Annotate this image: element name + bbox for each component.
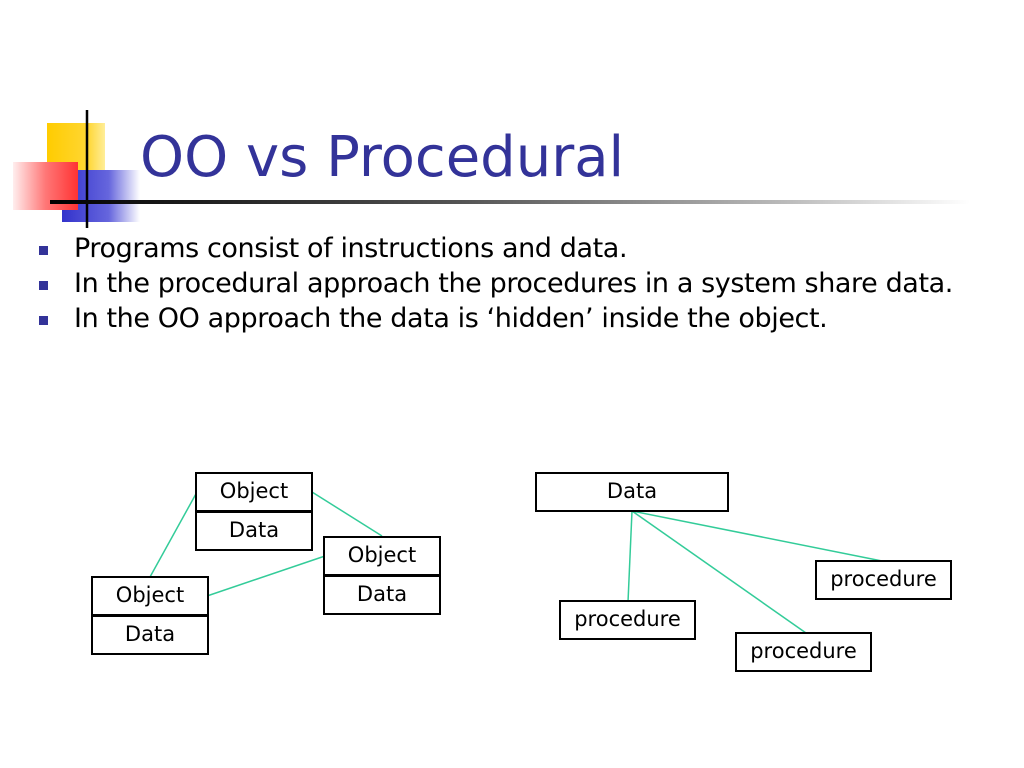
bullet-text: In the procedural approach the procedure…	[74, 268, 953, 299]
shared-data-box: Data	[535, 472, 729, 512]
bullet-text: Programs consist of instructions and dat…	[74, 233, 628, 264]
bullet-item: In the OO approach the data is ‘hidden’ …	[34, 302, 1014, 335]
data-box: Data	[195, 511, 313, 551]
connector-line	[631, 510, 883, 562]
connector-line	[206, 555, 326, 597]
data-box: Data	[91, 615, 209, 655]
object-box: Object	[323, 536, 441, 576]
square-bullet-icon	[39, 281, 48, 290]
square-bullet-icon	[39, 316, 48, 325]
title-underline	[50, 200, 970, 204]
page-title: OO vs Procedural	[140, 125, 625, 190]
data-label: Data	[606, 479, 658, 503]
object-label: Object	[115, 583, 185, 607]
data-box: Data	[323, 575, 441, 615]
procedure-label: procedure	[830, 567, 937, 591]
connector-line	[311, 491, 383, 537]
object-box: Object	[91, 576, 209, 616]
slide-logo-icon	[13, 110, 140, 228]
bullet-text: In the OO approach the data is ‘hidden’ …	[74, 303, 828, 334]
object-label: Object	[347, 543, 417, 567]
bullet-item: In the procedural approach the procedure…	[34, 267, 1014, 300]
procedure-label: procedure	[574, 607, 681, 631]
data-label: Data	[124, 622, 176, 646]
procedure-box: procedure	[559, 600, 696, 640]
object-label: Object	[219, 479, 289, 503]
procedure-box: procedure	[735, 632, 872, 672]
data-label: Data	[356, 582, 408, 606]
object-box: Object	[195, 472, 313, 512]
connector-line	[627, 510, 633, 603]
connector-line	[149, 491, 198, 578]
data-label: Data	[228, 518, 280, 542]
bullet-list: Programs consist of instructions and dat…	[34, 232, 1014, 337]
connector-line	[631, 510, 807, 634]
procedure-box: procedure	[815, 560, 952, 600]
square-bullet-icon	[39, 246, 48, 255]
bullet-item: Programs consist of instructions and dat…	[34, 232, 1014, 265]
procedure-label: procedure	[750, 639, 857, 663]
